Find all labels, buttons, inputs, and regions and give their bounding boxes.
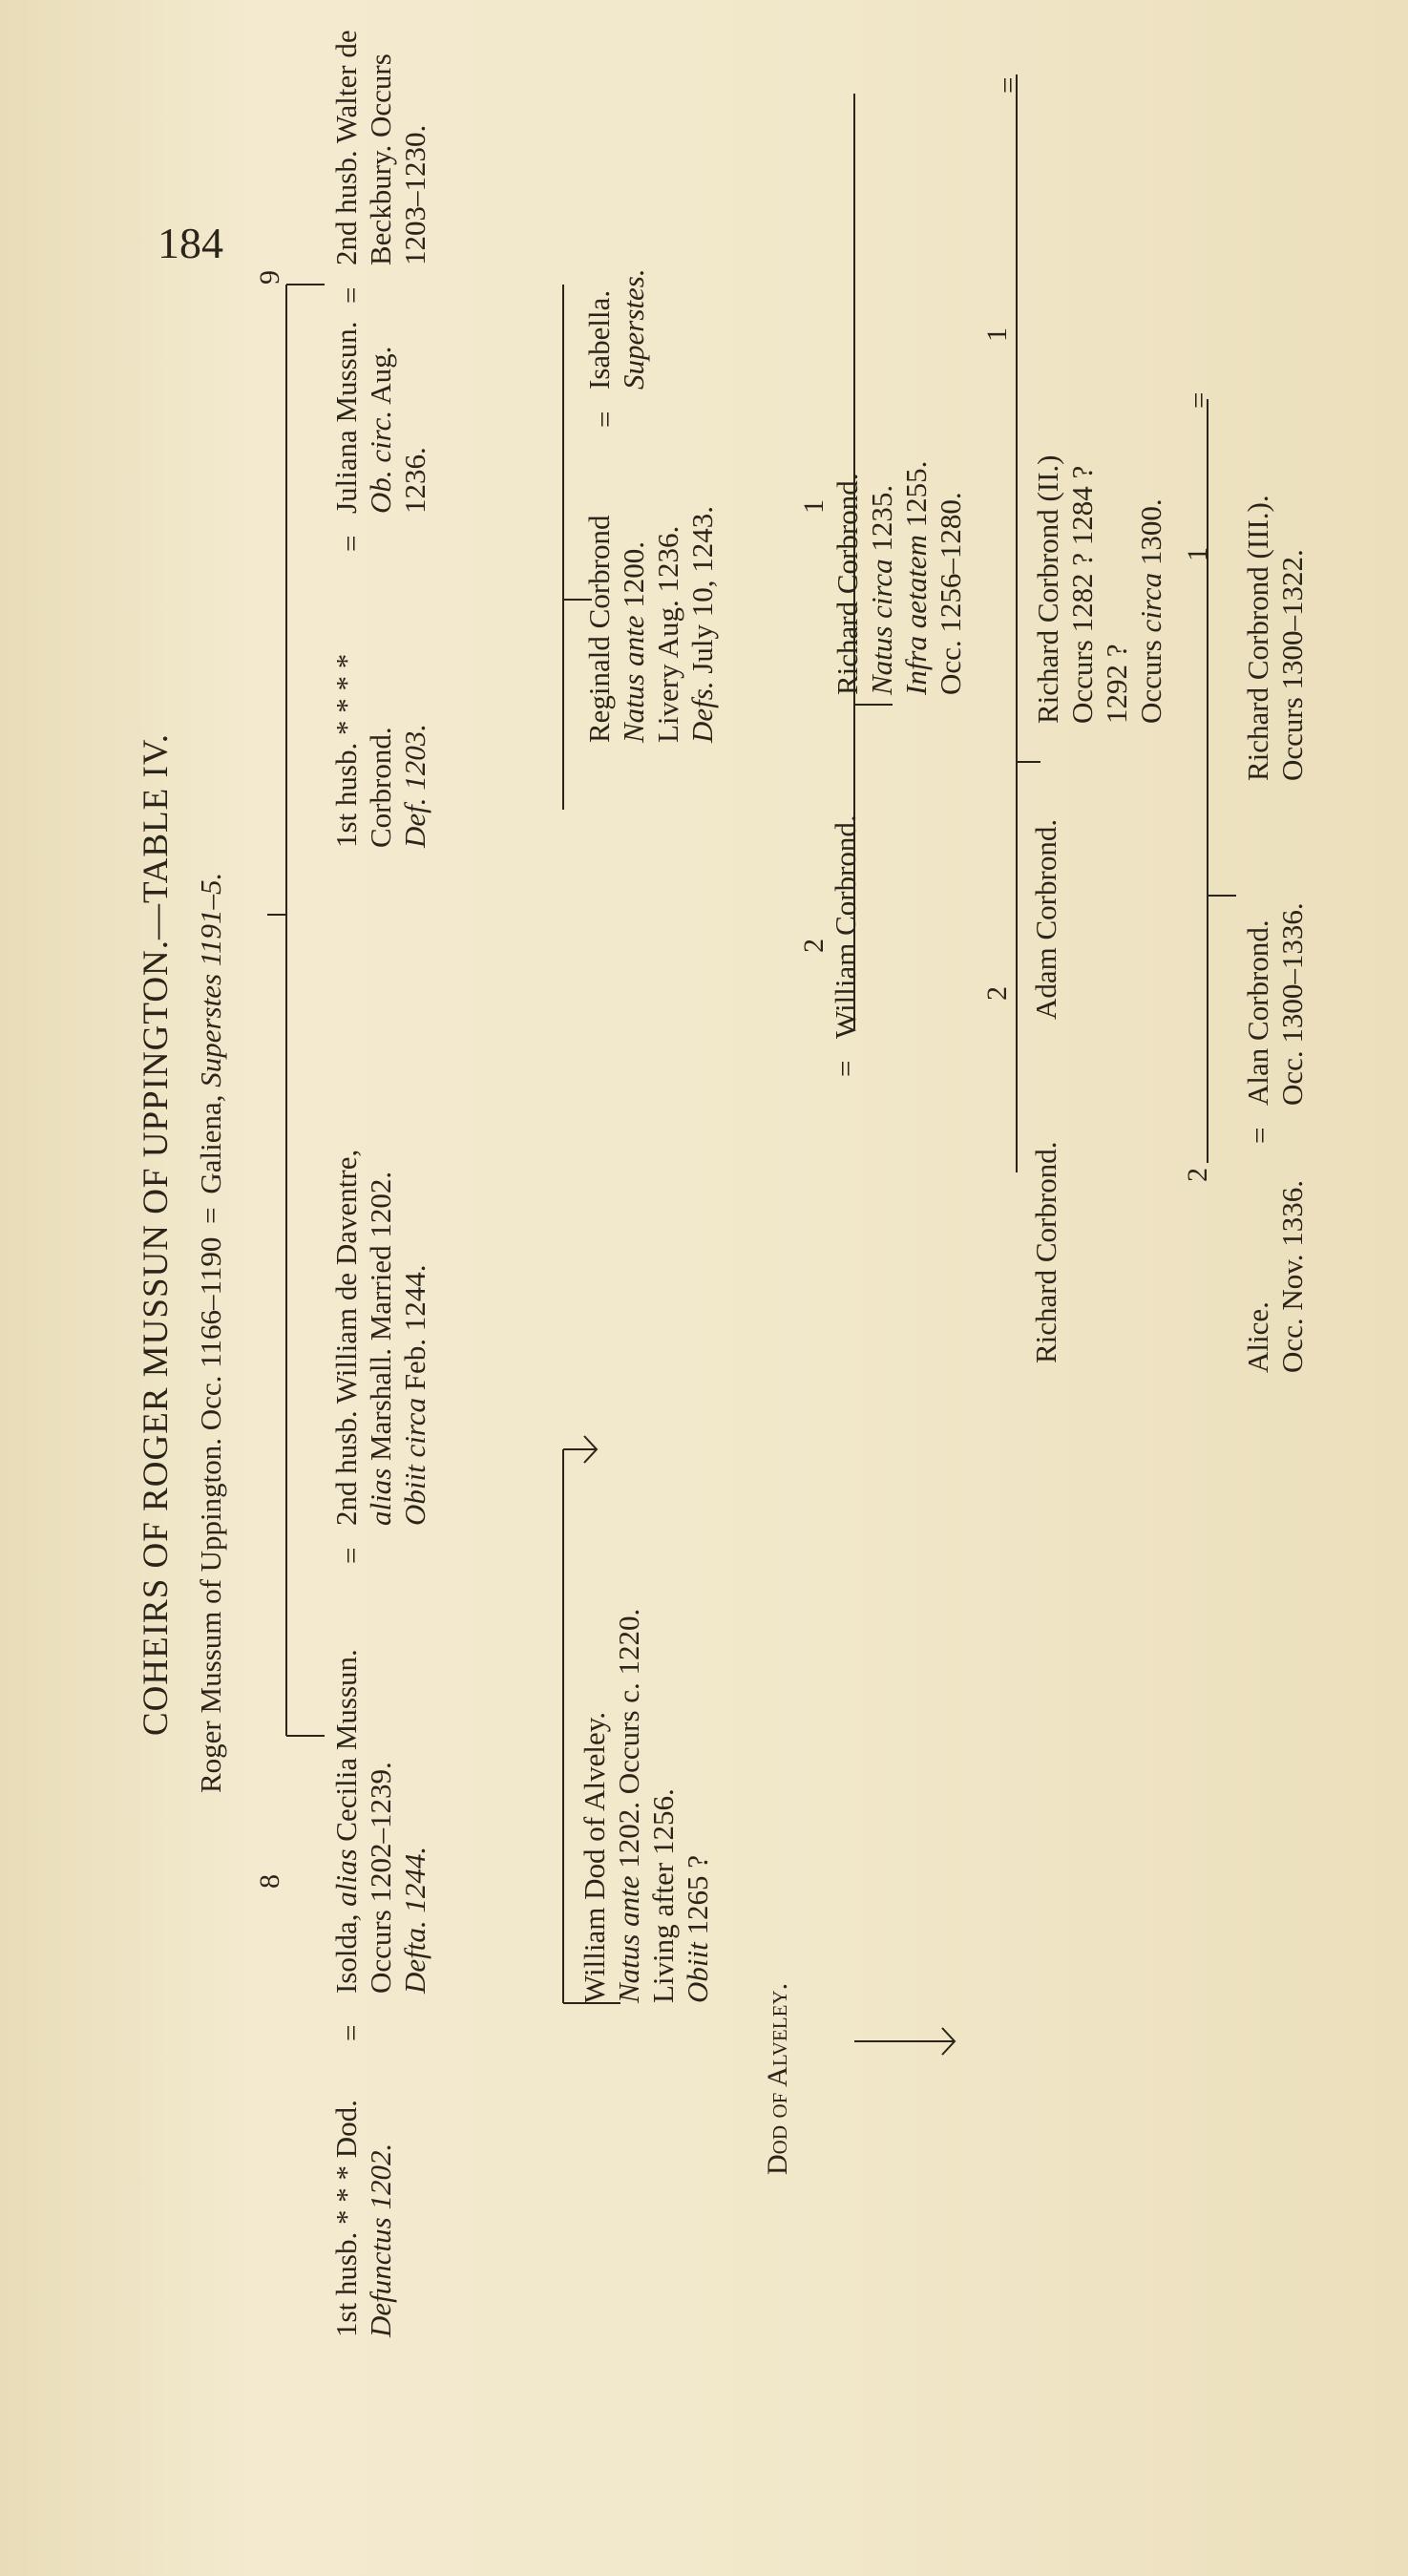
marker-two-gen3: 2: [798, 939, 830, 953]
dod-first-husband: 1st husb. * * * Dod. Defunctus 1202.: [329, 2100, 397, 2337]
william-de-daventre: 2nd husb. William de Daventre, alias Mar…: [329, 1149, 431, 1526]
richard-corbrond-iii: Richard Corbrond (III.). Occurs 1300–132…: [1241, 495, 1309, 781]
galiena-name: Galiena,: [194, 1087, 227, 1194]
marker-nine: 9: [254, 270, 285, 285]
dod-alveley-end-mark: [941, 2027, 956, 2056]
marker-one-gen3: 1: [798, 499, 830, 514]
adam-corbrond: Adam Corbrond.: [1029, 818, 1062, 1020]
isolda-mussun: Isolda, alias Cecilia Mussun. Occurs 120…: [329, 1649, 431, 1994]
richard-corbrond-ii: Richard Corbrond (II.) Occurs 1282 ? 128…: [1031, 454, 1167, 725]
william-dod-of-alveley: William Dod of Alveley. Natus ante 1202.…: [578, 1608, 714, 2003]
reginald-corbrond: Reginald Corbrond Natus ante 1200. Liver…: [582, 505, 719, 743]
marker-one-gen4: 1: [981, 327, 1013, 342]
alan-corbrond: Alan Corbrond. Occ. 1300–1336.: [1241, 902, 1309, 1106]
marker-eight: 8: [254, 1874, 285, 1889]
marker-one-gen5: 1: [1182, 547, 1213, 561]
walter-de-beckbury: 2nd husb. Walter de Beckbury. Occurs 120…: [329, 30, 431, 265]
isabella: Isabella. Superstes.: [582, 268, 650, 390]
marker-two-gen5: 2: [1182, 1168, 1213, 1182]
corbrond-first-husband: 1st husb. * * * * Corbrond. Def. 1203.: [329, 653, 431, 848]
juliana-mussun: Juliana Mussun. Ob. circ. Aug. 1236.: [329, 321, 431, 515]
daventre-end-mark: [583, 1435, 599, 1464]
william-corbrond: William Corbrond.: [829, 814, 862, 1039]
page-number: 184: [158, 219, 223, 267]
roger-mussum: Roger Mussum of Uppington. Occ. 1166–119…: [194, 1236, 227, 1793]
richard-corbrond: Richard Corbrond. Natus circa 1235. Infr…: [830, 460, 967, 695]
roger-mussum-entry: Roger Mussum of Uppington. Occ. 1166–119…: [194, 872, 227, 1793]
dod-of-alveley-label: Dod of Alveley.: [762, 1982, 793, 2175]
marker-two-gen4: 2: [981, 986, 1013, 1001]
galiena-note: Superstes 1191–5.: [194, 872, 227, 1087]
richard-corbrond-gen4: Richard Corbrond.: [1029, 1141, 1062, 1363]
alice: Alice. Occ. Nov. 1336.: [1241, 1179, 1309, 1373]
table-title: COHEIRS OF ROGER MUSSUN OF UPPINGTON.—TA…: [137, 732, 176, 1736]
